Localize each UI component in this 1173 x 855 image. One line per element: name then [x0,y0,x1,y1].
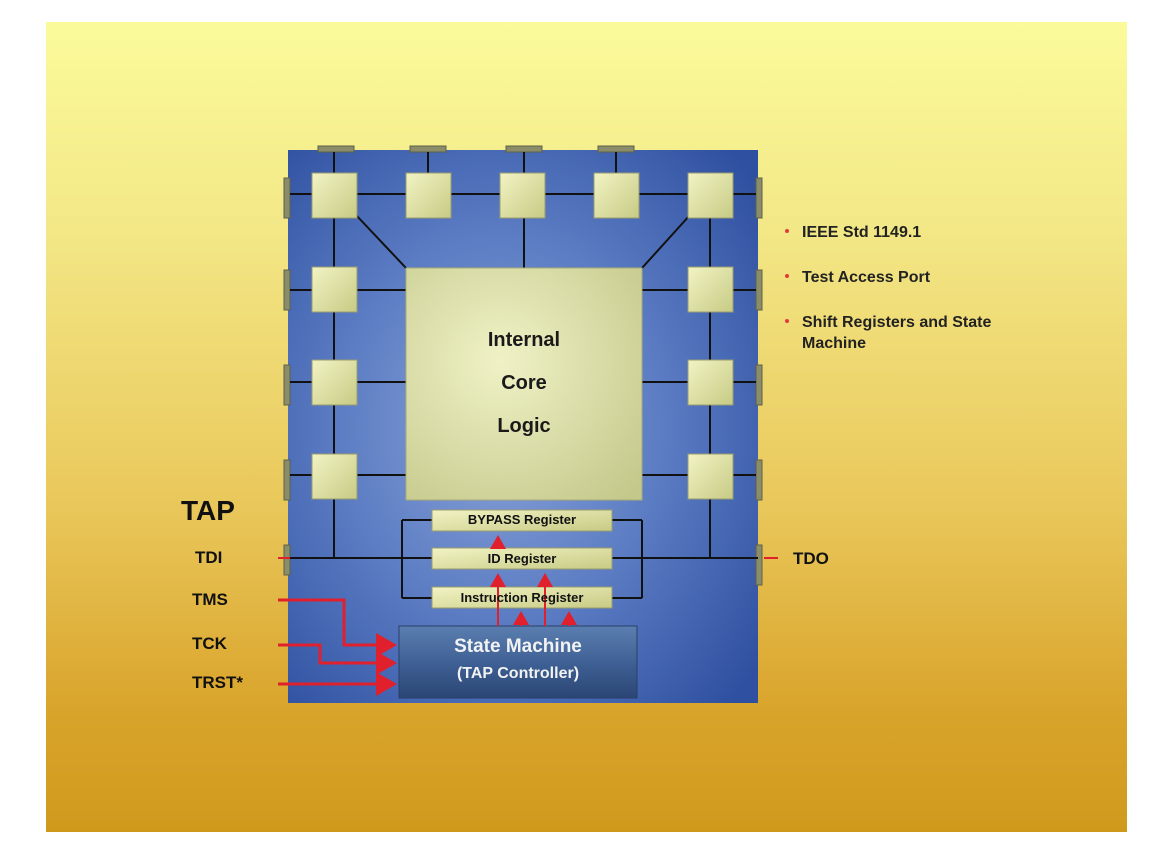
list-item: Shift Registers and State Machine [785,312,1032,354]
bypass-register-label: BYPASS Register [467,512,577,527]
tap-title: TAP [181,495,235,526]
id-register-box [431,547,613,570]
bullet-dot-icon [785,229,789,233]
feature-list: IEEE Std 1149.1 Test Access Port Shift R… [785,222,1032,354]
register-arrows [490,535,577,626]
state-machine-line-1: State Machine [454,636,582,657]
core-logic-block [405,267,643,501]
list-item: IEEE Std 1149.1 [785,222,1032,243]
core-line-2: Core [501,372,547,394]
pin-tdi: TDI [195,548,223,567]
state-machine-line-2: (TAP Controller) [456,665,580,682]
control-signal-arrows [278,598,397,696]
pin-trst: TRST* [192,673,243,692]
instruction-register-box [431,586,613,609]
list-item: Test Access Port [785,267,1032,288]
pin-tms: TMS [192,590,228,609]
instruction-register-label: Instruction Register [460,590,584,605]
id-register-label: ID Register [487,551,557,566]
core-line-1: Internal [487,329,561,351]
state-machine-label: State Machine (TAP Controller) [399,626,637,698]
core-logic-label: Internal Core Logic [406,268,642,500]
core-line-3: Logic [497,415,551,437]
pin-tck: TCK [192,634,227,653]
bullet-dot-icon [785,274,789,278]
bypass-register-box [431,509,613,532]
bullet-dot-icon [785,319,789,323]
boundary-scan-cells [311,172,734,500]
state-machine-box [398,625,638,699]
pin-tdo: TDO [793,549,829,568]
